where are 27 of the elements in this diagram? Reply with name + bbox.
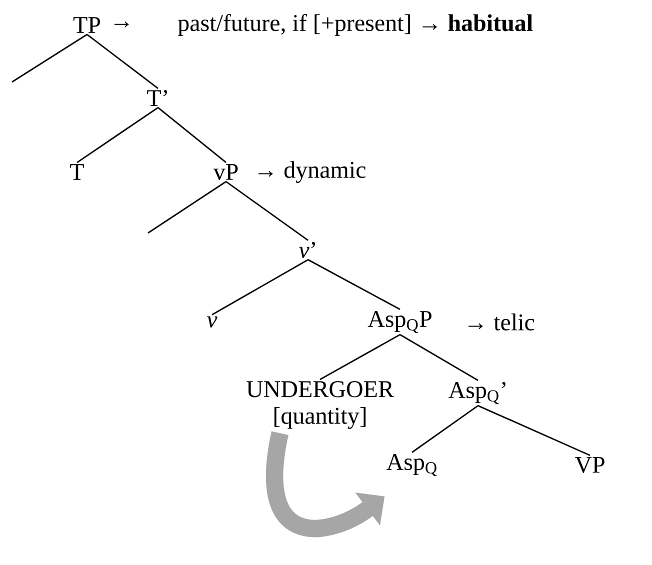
category-label: Asp$_{Q}$P xyxy=(368,311,432,334)
category-label: UNDERGOER [quantity] xyxy=(246,381,394,429)
tree-branch xyxy=(212,259,308,316)
category-label: vP xyxy=(213,164,238,180)
tree-branch xyxy=(86,34,158,89)
tree-branch xyxy=(76,106,158,164)
tree-branch xyxy=(308,259,400,310)
feature-annotation: → xyxy=(114,22,129,28)
tree-branch xyxy=(320,334,400,380)
category-label: T xyxy=(70,164,84,180)
category-label: TP xyxy=(73,17,100,33)
category-label: T’ xyxy=(147,90,168,106)
tree-branch xyxy=(148,180,226,234)
tree-branch xyxy=(478,405,590,456)
tree-branch xyxy=(226,180,308,241)
category-label: Asp$_{Q}$’ xyxy=(448,382,506,404)
tree-branch xyxy=(158,107,226,163)
feature-annotation: → dynamic xyxy=(258,161,366,183)
tree-branch xyxy=(12,34,88,83)
category-label: v xyxy=(207,316,218,328)
feature-annotation: → telic xyxy=(468,314,534,330)
tree-branch xyxy=(412,405,478,453)
category-label: v’ xyxy=(299,242,316,258)
category-label: Asp$_{Q}$ xyxy=(386,454,437,476)
tree-branch xyxy=(400,334,478,381)
feature-annotation: past/future, if [+present] → habitual xyxy=(178,14,533,36)
category-label: VP xyxy=(574,456,604,474)
